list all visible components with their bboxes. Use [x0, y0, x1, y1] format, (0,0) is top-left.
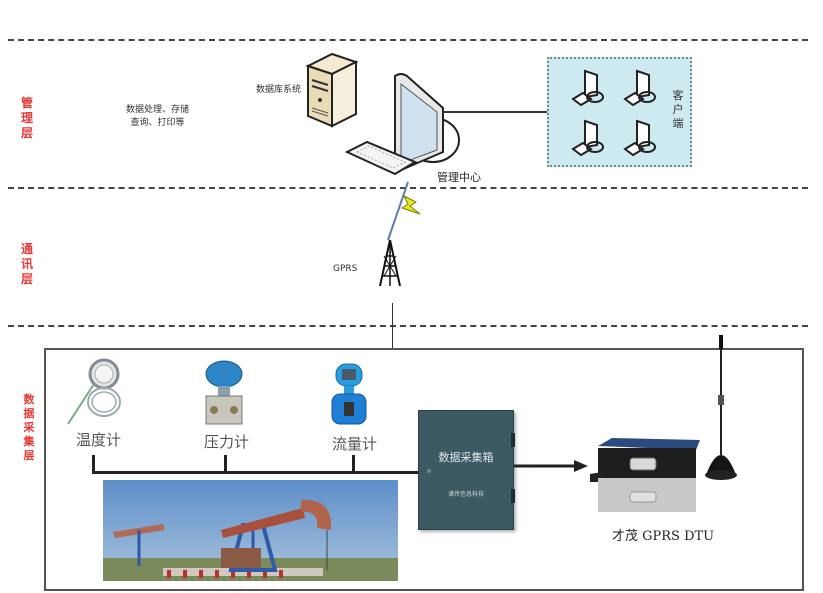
gprs-tower-icon	[379, 239, 401, 287]
box-lock-icon	[427, 469, 431, 473]
box-hinge-icon	[511, 433, 515, 447]
layer-label-communication: 通讯层	[20, 242, 33, 286]
management-computer-icon	[344, 73, 460, 176]
pressure-transmitter-icon	[205, 360, 243, 425]
gprs-dtu-device-icon	[590, 438, 700, 512]
client-label: 客户端	[672, 89, 684, 130]
layer-divider-management-communication	[8, 187, 808, 189]
thermometer-gauge-icon	[67, 358, 121, 425]
antenna-icon	[705, 335, 737, 480]
client-computer-icon	[571, 69, 604, 107]
layer-label-management: 管理层	[20, 96, 33, 140]
layer-divider-top	[8, 39, 808, 41]
collection-box-title: 数据采集箱	[438, 451, 494, 464]
processing-line-2: 查询、打印等	[130, 118, 185, 128]
processing-line-1: 数据处理、存储	[126, 105, 190, 115]
layer-divider-communication-collection	[8, 325, 808, 327]
flowmeter-icon	[331, 363, 367, 425]
wireless-link-icon	[387, 181, 421, 241]
database-server-icon	[305, 52, 359, 128]
management-center-label: 管理中心	[437, 171, 481, 184]
sensor-bus-drop-temperature	[92, 455, 95, 473]
box-hinge-icon	[511, 489, 515, 503]
collection-box-subtitle: 诸传信息科技	[447, 491, 484, 498]
box-to-dtu-arrow	[514, 460, 588, 472]
sensor-bus-drop-pressure	[224, 455, 227, 473]
client-computer-icon	[623, 119, 656, 157]
client-computer-icon	[623, 69, 656, 107]
sensor-bus-drop-flow	[352, 455, 355, 473]
dtu-label: 才茂 GPRS DTU	[612, 529, 715, 544]
tower-collection-link	[392, 303, 393, 349]
database-label: 数据库系统	[256, 85, 302, 95]
sensor-label-pressure: 压力计	[204, 433, 250, 451]
sensor-bus	[92, 471, 418, 474]
computer-client-link	[443, 111, 549, 113]
collection-layer-frame	[44, 348, 804, 591]
processing-description: 数据处理、存储 查询、打印等	[126, 104, 189, 130]
client-computer-icon	[571, 119, 604, 157]
gprs-label: GPRS	[333, 264, 358, 274]
sensor-label-temperature: 温度计	[76, 431, 122, 449]
layer-label-collection: 数据采集层	[23, 393, 35, 462]
client-group: 客户端	[547, 57, 692, 167]
oil-pumpjack-photo	[103, 480, 398, 581]
sensor-label-flow: 流量计	[332, 435, 378, 453]
data-collection-box: 数据采集箱 诸传信息科技	[418, 410, 515, 530]
